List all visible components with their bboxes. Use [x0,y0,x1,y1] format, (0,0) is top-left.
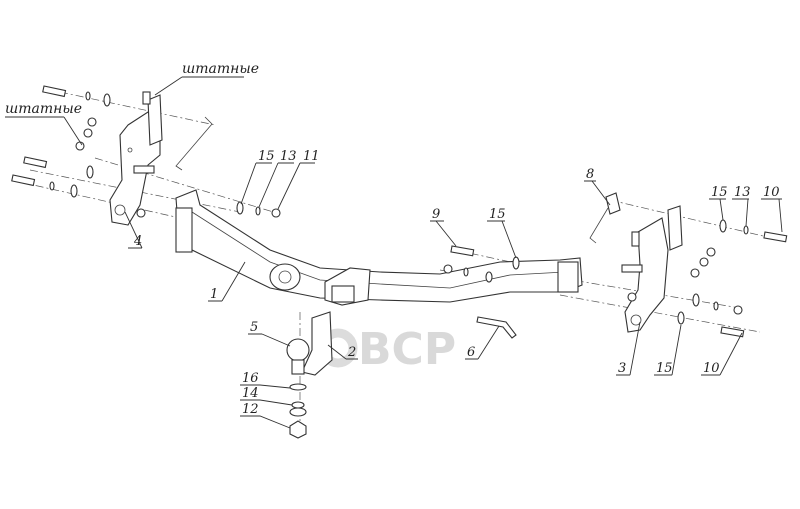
callout-4: 4 [133,234,142,249]
callout-15: 15 [711,185,728,200]
watermark-logo: BCP [318,324,456,375]
callout-13: 13 [280,149,297,164]
callout-1: 1 [210,287,218,302]
right-fasteners [677,219,788,338]
annotation-stock-top: штатные [182,61,259,77]
callout-15: 15 [656,361,673,376]
callout-13: 13 [734,185,751,200]
main-crossbar [175,189,583,306]
callouts: 15 13 11 4 1 2 5 16 14 12 6 9 15 8 15 13… [124,149,783,429]
svg-text:BCP: BCP [358,324,456,375]
callout-9: 9 [432,207,440,222]
stock-annotation-left: штатные [5,101,83,146]
callout-6: 6 [467,345,475,360]
callout-3: 3 [618,361,626,376]
ball-mount [286,311,333,439]
callout-14: 14 [242,386,259,401]
callout-16: 16 [242,371,259,386]
callout-10: 10 [763,185,780,200]
callout-8: 8 [586,167,594,182]
callout-12: 12 [242,402,259,417]
callout-10: 10 [703,361,720,376]
callout-5: 5 [250,320,258,335]
annotation-stock-left: штатные [5,101,82,117]
right-bracket [589,192,683,333]
left-fasteners [11,85,213,218]
stock-annotation-top: штатные [154,61,259,96]
left-bracket [109,94,163,226]
callout-2: 2 [347,345,356,360]
pin [476,316,517,339]
callout-15: 15 [258,149,275,164]
callout-15: 15 [489,207,506,222]
callout-11: 11 [303,149,320,164]
mid-fasteners [236,201,520,283]
